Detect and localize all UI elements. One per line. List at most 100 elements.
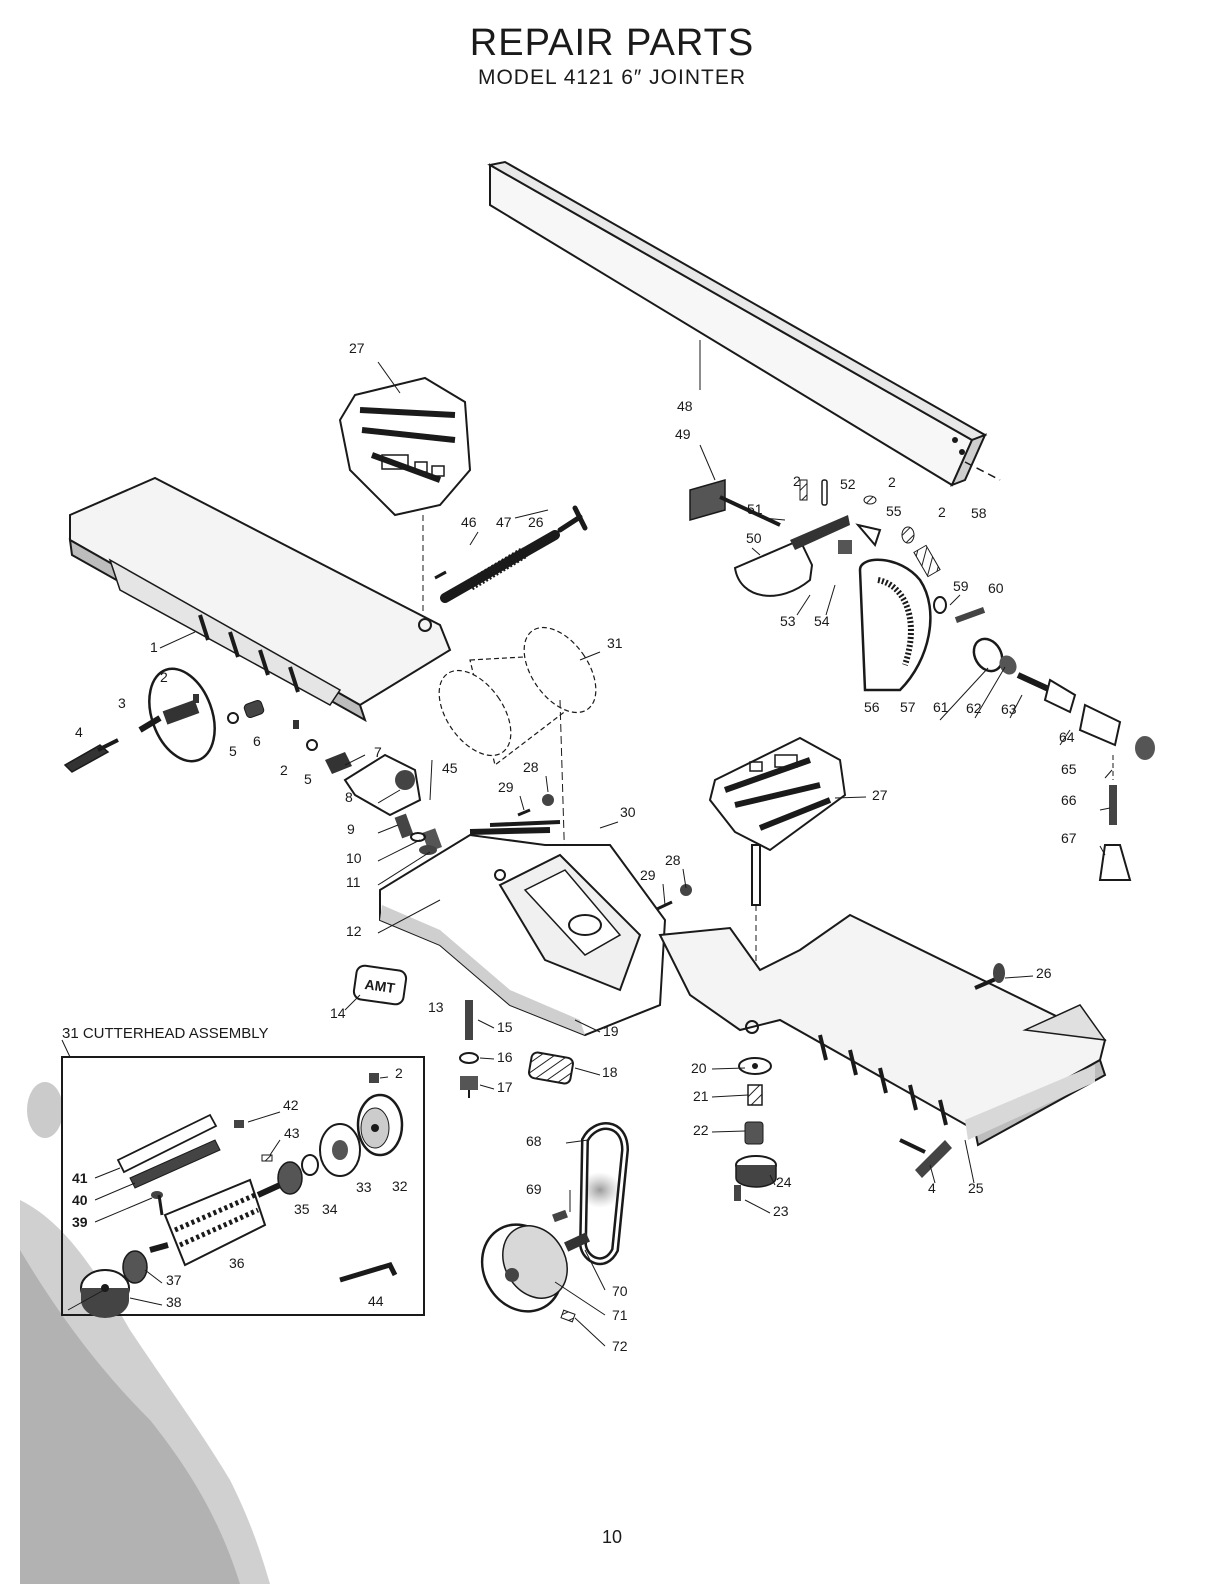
- part-callout-28: 28: [665, 852, 681, 868]
- part-callout-26: 26: [1036, 965, 1052, 981]
- leader-line: [130, 1298, 162, 1305]
- part-callout-39: 39: [72, 1214, 88, 1230]
- leader-line: [378, 840, 420, 861]
- part-68-belt: [467, 1126, 625, 1326]
- part-callout-62: 62: [966, 700, 982, 716]
- part-callout-32: 32: [392, 1178, 408, 1194]
- part-8-bracket: [325, 752, 442, 855]
- leader-line: [1100, 808, 1110, 810]
- leader-line: [965, 1140, 974, 1183]
- part-callout-22: 22: [693, 1122, 709, 1138]
- leader-line: [826, 585, 835, 615]
- part-callout-16: 16: [497, 1049, 513, 1065]
- part-callout-28: 28: [523, 759, 539, 775]
- leader-line: [712, 1131, 745, 1132]
- part-callout-37: 37: [166, 1272, 182, 1288]
- page-number: 10: [0, 1527, 1224, 1548]
- part-callout-27: 27: [872, 787, 888, 803]
- part-callout-45: 45: [442, 760, 458, 776]
- leader-line: [575, 1068, 600, 1075]
- part-callout-19: 19: [603, 1023, 619, 1039]
- part-callout-2: 2: [280, 762, 288, 778]
- part-15-stud: [460, 1000, 478, 1098]
- part-callout-17: 17: [497, 1079, 513, 1095]
- part-callout-4: 4: [75, 724, 83, 740]
- part-callout-8: 8: [345, 789, 353, 805]
- leader-line: [470, 532, 478, 545]
- part-callout-46: 46: [461, 514, 477, 530]
- part-callout-20: 20: [691, 1060, 707, 1076]
- part-callout-60: 60: [988, 580, 1004, 596]
- part-callout-70: 70: [612, 1283, 628, 1299]
- leader-line: [345, 995, 360, 1010]
- part-callout-48: 48: [677, 398, 693, 414]
- part-callout-7: 7: [374, 744, 382, 760]
- part-callout-26: 26: [528, 514, 544, 530]
- leader-line: [745, 1200, 770, 1213]
- leader-line: [712, 1095, 748, 1097]
- part-callout-53: 53: [780, 613, 796, 629]
- part-callout-38: 38: [166, 1294, 182, 1310]
- part-callout-56: 56: [864, 699, 880, 715]
- leader-line: [480, 1085, 494, 1089]
- part-27-cutter-guard-top: [340, 378, 470, 615]
- part-callout-13: 13: [428, 999, 444, 1015]
- amt-logo-badge: AMT: [353, 965, 407, 1006]
- leader-line: [520, 796, 524, 810]
- part-callout-29: 29: [640, 867, 656, 883]
- part-callout-47: 47: [496, 514, 512, 530]
- inset-title: 31 CUTTERHEAD ASSEMBLY: [62, 1025, 268, 1042]
- part-callout-67: 67: [1061, 830, 1077, 846]
- leader-line: [797, 595, 810, 615]
- part-callout-2: 2: [395, 1065, 403, 1081]
- leader-line: [430, 760, 432, 800]
- part-callout-59: 59: [953, 578, 969, 594]
- part-callout-50: 50: [746, 530, 762, 546]
- part-callout-68: 68: [526, 1133, 542, 1149]
- part-callout-6: 6: [253, 733, 261, 749]
- part-callout-40: 40: [72, 1192, 88, 1208]
- part-callout-2: 2: [160, 669, 168, 685]
- part-callout-29: 29: [498, 779, 514, 795]
- leader-line: [95, 1183, 135, 1200]
- part-callout-44: 44: [368, 1293, 384, 1309]
- leader-line: [950, 595, 960, 605]
- part-callout-71: 71: [612, 1307, 628, 1323]
- part-callout-30: 30: [620, 804, 636, 820]
- part-callout-23: 23: [773, 1203, 789, 1219]
- part-callout-66: 66: [1061, 792, 1077, 808]
- leader-line: [380, 1077, 388, 1078]
- part-callout-42: 42: [283, 1097, 299, 1113]
- leader-line: [478, 1020, 494, 1028]
- part-callout-36: 36: [229, 1255, 245, 1271]
- part-callout-10: 10: [346, 850, 362, 866]
- part-callout-55: 55: [886, 503, 902, 519]
- leader-line: [1105, 770, 1112, 778]
- part-callout-27: 27: [349, 340, 365, 356]
- part-callout-41: 41: [72, 1170, 88, 1186]
- part-callout-33: 33: [356, 1179, 372, 1195]
- part-callout-2: 2: [938, 504, 946, 520]
- part-callout-18: 18: [602, 1064, 618, 1080]
- part-callout-54: 54: [814, 613, 830, 629]
- part-callout-5: 5: [229, 743, 237, 759]
- part-callout-2: 2: [888, 474, 896, 490]
- leader-line: [575, 1318, 605, 1346]
- cutterhead-inset: 31 CUTTERHEAD ASSEMBLY: [62, 1025, 424, 1318]
- leader-line: [95, 1198, 152, 1222]
- leader-line: [700, 445, 715, 480]
- leader-line: [555, 1282, 605, 1315]
- part-25-outfeed-table: [660, 915, 1105, 1145]
- leader-line: [270, 1140, 280, 1155]
- leader-line: [248, 1112, 280, 1122]
- part-callout-51: 51: [747, 501, 763, 517]
- part-callout-31: 31: [607, 635, 623, 651]
- part-callout-21: 21: [693, 1088, 709, 1104]
- leader-line: [600, 822, 618, 828]
- part-callout-72: 72: [612, 1338, 628, 1354]
- leader-line: [752, 548, 760, 555]
- part-callout-3: 3: [118, 695, 126, 711]
- part-callout-58: 58: [971, 505, 987, 521]
- part-callout-25: 25: [968, 1180, 984, 1196]
